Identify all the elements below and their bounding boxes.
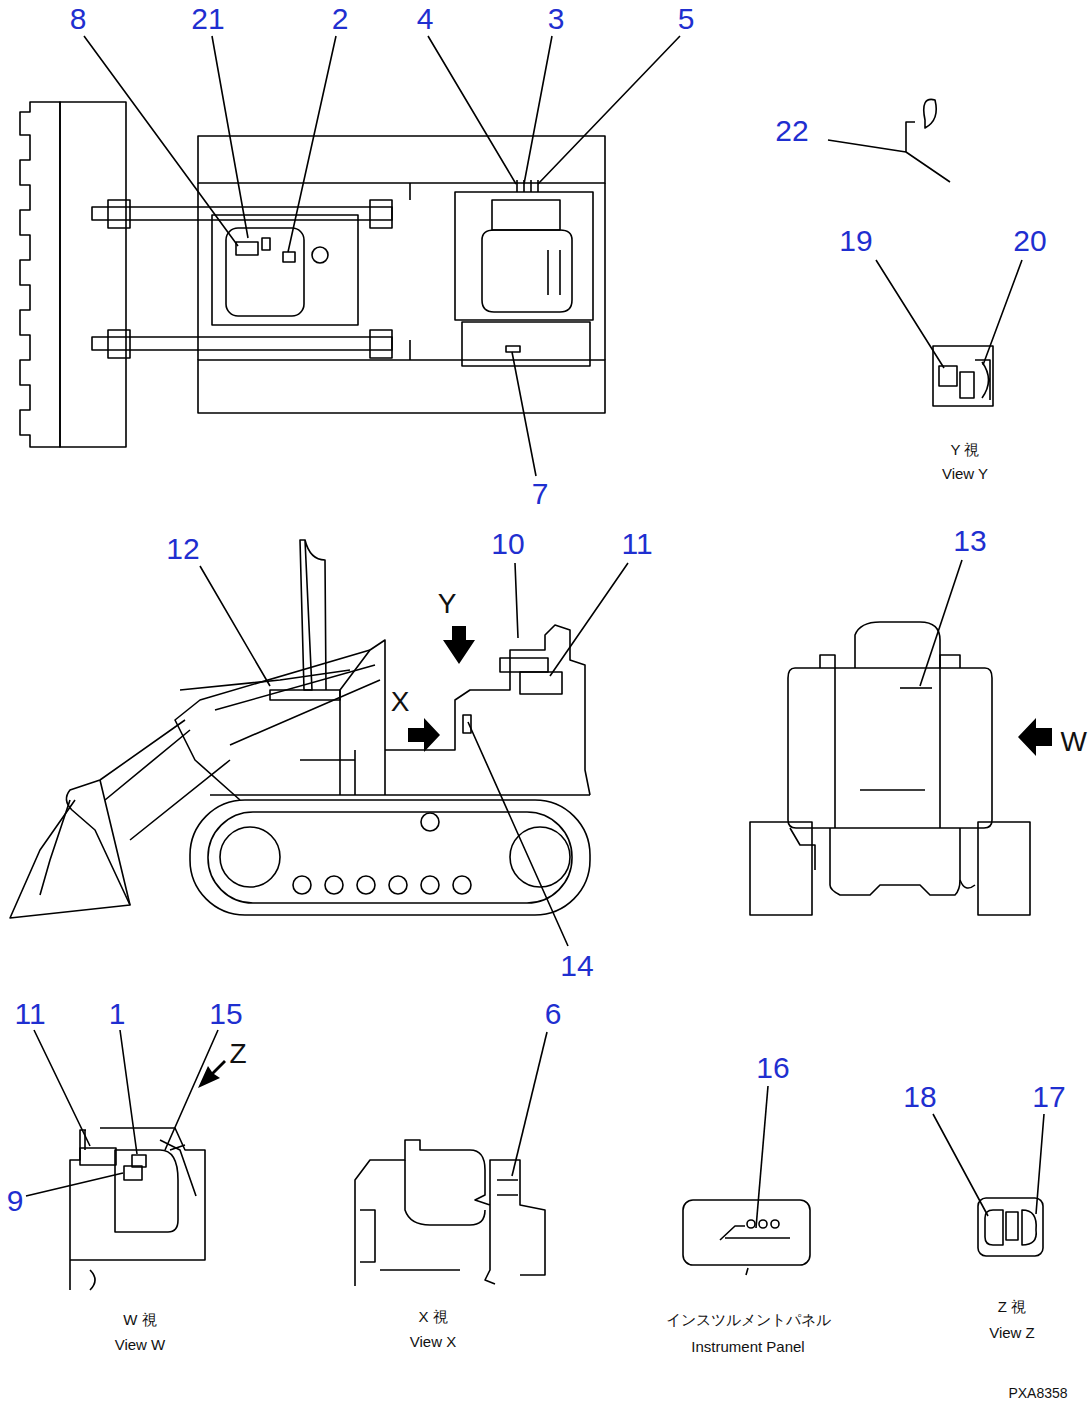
view-label: View X: [410, 1334, 456, 1351]
callout-number: 14: [560, 949, 593, 982]
callout-number: 8: [70, 2, 87, 35]
callout-number: 15: [209, 997, 242, 1030]
view-arrow-letter: W: [1061, 727, 1087, 758]
view-arrow-letter: Y: [438, 589, 457, 620]
view-label: View Y: [942, 466, 988, 483]
view-arrow-letter: Z: [229, 1039, 246, 1070]
drawing-number: PXA8358: [1008, 1386, 1067, 1401]
callout-number: 16: [756, 1051, 789, 1084]
callout-number: 11: [14, 997, 45, 1030]
view-label: View W: [115, 1337, 166, 1354]
callout-number: 4: [417, 2, 434, 35]
view-label: X 視: [418, 1309, 447, 1326]
callout-number: 20: [1013, 224, 1046, 257]
callout-number: 1: [109, 997, 126, 1030]
view-label: W 視: [123, 1312, 156, 1329]
callout-number: 9: [7, 1184, 24, 1217]
callout-number: 19: [839, 224, 872, 257]
callout-number: 3: [548, 2, 565, 35]
view-label: インスツルメントパネル: [666, 1312, 831, 1329]
callout-number: 7: [532, 477, 549, 510]
callout-number: 17: [1032, 1080, 1065, 1113]
view-label: Y 視: [951, 442, 980, 459]
view-label: Z 視: [998, 1299, 1026, 1316]
view-label: Instrument Panel: [691, 1339, 804, 1356]
callout-number: 13: [953, 524, 986, 557]
callout-number: 5: [678, 2, 695, 35]
callout-number: 12: [166, 532, 199, 565]
view-arrow-letter: X: [391, 687, 410, 718]
callout-number: 21: [191, 2, 224, 35]
callout-number: 2: [332, 2, 349, 35]
callout-number: 22: [775, 114, 808, 147]
callout-number: 18: [903, 1080, 936, 1113]
view-label: View Z: [989, 1325, 1035, 1342]
callout-number: 10: [491, 527, 524, 560]
callout-number: 11: [621, 527, 652, 560]
callout-number: 6: [545, 997, 562, 1030]
